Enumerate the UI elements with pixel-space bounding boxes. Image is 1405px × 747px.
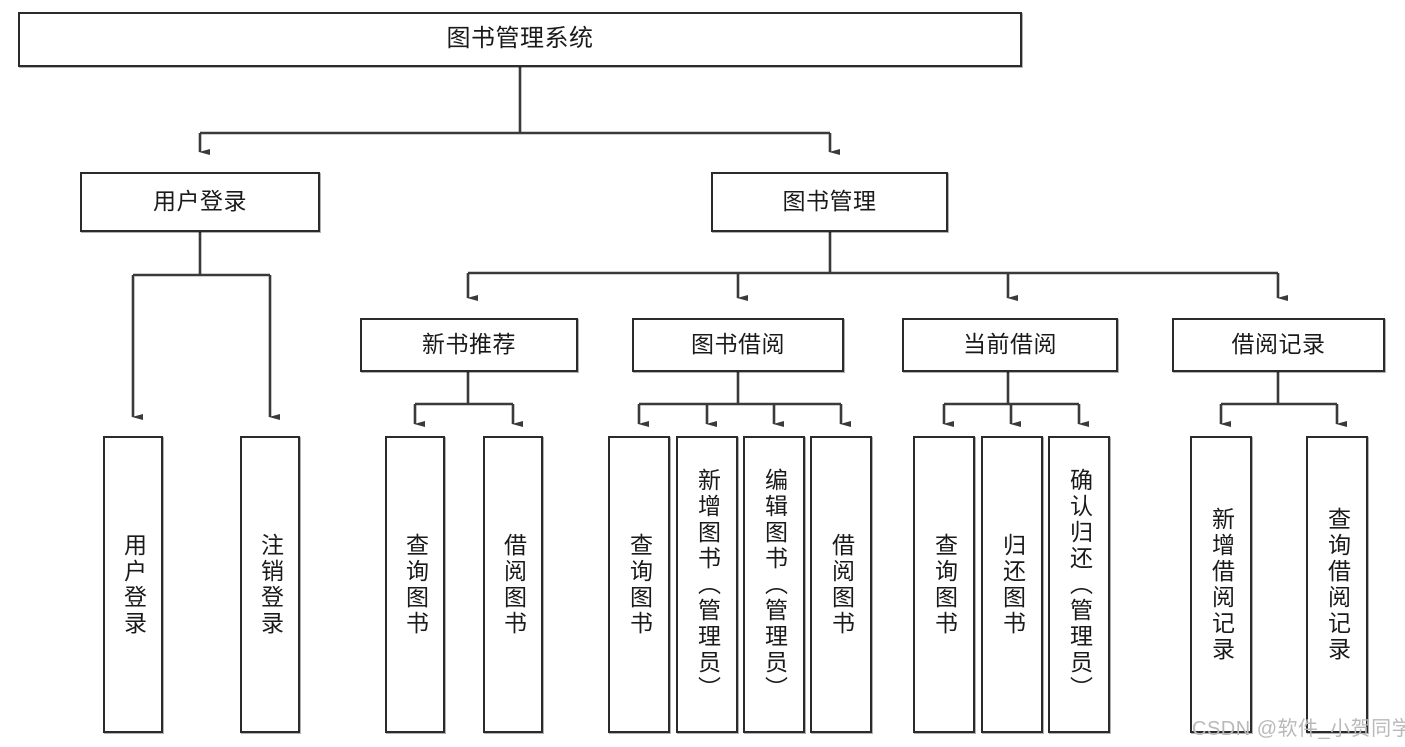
- node-new-book-recommend[interactable]: 新书推荐: [360, 318, 578, 372]
- node-label: 查询图书: [931, 532, 958, 637]
- csdn-watermark: CSDN @软件_小贺同学: [1192, 718, 1405, 740]
- leaf-book-borrow-add[interactable]: 新增图书（管理员）: [676, 436, 738, 733]
- leaf-borrow-record-query[interactable]: 查询借阅记录: [1306, 436, 1368, 733]
- leaf-user-login-login[interactable]: 用户登录: [103, 436, 163, 733]
- leaf-user-login-logout[interactable]: 注销登录: [240, 436, 300, 733]
- node-label: 编辑图书（管理员）: [761, 467, 788, 702]
- node-label: 查询图书: [402, 532, 429, 637]
- leaf-book-borrow-edit[interactable]: 编辑图书（管理员）: [743, 436, 805, 733]
- node-label: 归还图书: [999, 532, 1026, 637]
- node-label: 新增借阅记录: [1208, 506, 1235, 663]
- node-current-borrow[interactable]: 当前借阅: [902, 318, 1118, 372]
- node-label: 确认归还（管理员）: [1066, 467, 1093, 702]
- leaf-book-borrow-borrow[interactable]: 借阅图书: [810, 436, 872, 733]
- node-label: 图书管理系统: [446, 25, 594, 53]
- node-label: 用户登录: [120, 532, 147, 637]
- node-label: 图书管理: [782, 188, 877, 215]
- leaf-new-book-borrow[interactable]: 借阅图书: [483, 436, 543, 733]
- node-borrow-record[interactable]: 借阅记录: [1172, 318, 1385, 372]
- node-label: 图书借阅: [691, 331, 785, 358]
- node-label: 当前借阅: [963, 331, 1057, 358]
- leaf-borrow-record-add[interactable]: 新增借阅记录: [1190, 436, 1252, 733]
- node-label: 借阅记录: [1231, 331, 1326, 358]
- node-label: 注销登录: [257, 532, 284, 637]
- node-book-borrow[interactable]: 图书借阅: [632, 318, 844, 372]
- node-label: 查询图书: [626, 532, 653, 637]
- node-label: 借阅图书: [828, 532, 855, 637]
- node-root-book-management-system[interactable]: 图书管理系统: [18, 12, 1022, 67]
- node-user-login[interactable]: 用户登录: [80, 172, 320, 232]
- node-label: 新书推荐: [422, 331, 516, 358]
- node-label: 新增图书（管理员）: [694, 467, 721, 702]
- node-label: 用户登录: [153, 188, 247, 215]
- node-book-management[interactable]: 图书管理: [711, 172, 948, 232]
- leaf-new-book-query[interactable]: 查询图书: [385, 436, 445, 733]
- leaf-current-borrow-query[interactable]: 查询图书: [913, 436, 975, 733]
- leaf-book-borrow-query[interactable]: 查询图书: [608, 436, 670, 733]
- node-label: 查询借阅记录: [1324, 506, 1351, 663]
- leaf-current-borrow-confirm-return[interactable]: 确认归还（管理员）: [1048, 436, 1110, 733]
- node-label: 借阅图书: [500, 532, 527, 637]
- leaf-current-borrow-return[interactable]: 归还图书: [981, 436, 1043, 733]
